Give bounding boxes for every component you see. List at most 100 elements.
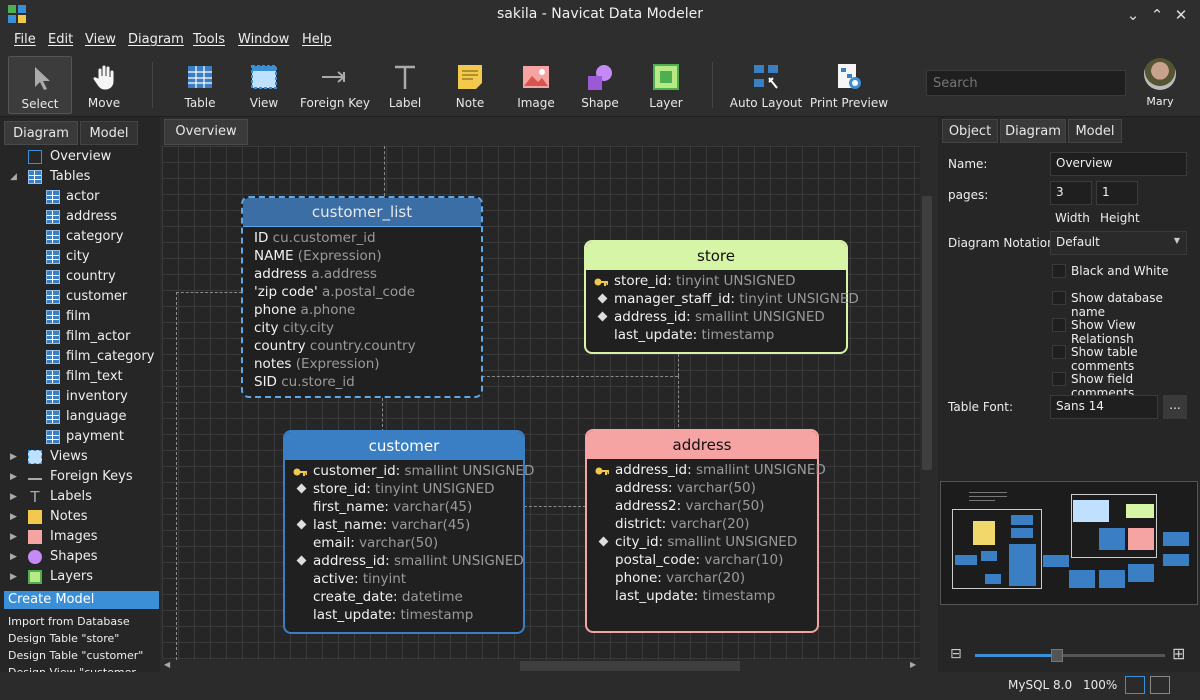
zoom-slider[interactable] [975,649,1165,662]
select-tool-button[interactable]: Select [8,56,72,114]
menu-tools[interactable]: Tools [193,32,226,47]
chevron-right-icon[interactable]: ▶ [10,512,17,522]
tree-item-notes[interactable]: ▶ Notes [0,507,160,527]
close-button[interactable]: ✕ [1174,6,1188,24]
horizontal-scroll-thumb[interactable] [520,661,740,671]
field-row[interactable]: address2: varchar(50) [587,497,817,515]
field-row[interactable]: phone: varchar(20) [587,569,817,587]
scroll-right-icon[interactable]: ▶ [910,660,917,669]
field-row[interactable]: first_name: varchar(45) [285,498,523,516]
single-page-view-icon[interactable] [1125,676,1145,694]
chevron-right-icon[interactable]: ▶ [10,532,17,542]
pages-height-field[interactable]: 1 [1096,181,1138,205]
zoom-slider-handle[interactable] [1050,649,1063,662]
tab-diagram-properties[interactable]: Diagram [1000,119,1066,143]
relationship-line[interactable] [678,354,679,376]
print-preview-button[interactable]: Print Preview [808,56,890,112]
field-row[interactable]: manager_staff_id: tinyint UNSIGNED [586,290,859,308]
field-row[interactable]: last_update: timestamp [586,326,846,344]
chevron-down-icon[interactable]: ◢ [10,172,17,182]
menu-file[interactable]: File [14,32,36,47]
view-tool-button[interactable]: View [234,56,294,112]
tree-item-labels[interactable]: ▶ T Labels [0,487,160,507]
minimize-button[interactable]: ⌄ [1126,6,1140,24]
field-row[interactable]: address_id: smallint UNSIGNED [586,308,846,326]
history-item[interactable]: Design Table "store" [8,632,120,645]
field-row[interactable]: last_update: timestamp [285,606,523,624]
field-row[interactable]: address_id: smallint UNSIGNED [285,552,524,570]
field-row[interactable]: NAME (Expression) [243,247,481,265]
field-row[interactable]: district: varchar(20) [587,515,817,533]
notation-select[interactable]: Default ▼ [1050,231,1187,255]
tab-object[interactable]: Object [942,119,998,143]
field-row[interactable]: city city.city [243,319,481,337]
shape-tool-button[interactable]: Shape [570,56,630,112]
relationship-line[interactable] [176,292,177,660]
tree-item-layers[interactable]: ▶ Layers [0,567,160,587]
field-row[interactable]: create_date: datetime [285,588,523,606]
split-view-icon[interactable] [1150,676,1170,694]
search-input[interactable] [926,70,1126,96]
chevron-right-icon[interactable]: ▶ [10,492,17,502]
tab-diagram[interactable]: Diagram [4,121,78,145]
scroll-left-icon[interactable]: ◀ [164,660,171,669]
maximize-button[interactable]: ⌃ [1150,6,1164,24]
field-row[interactable]: store_id: tinyint UNSIGNED [285,480,523,498]
field-row[interactable]: postal_code: varchar(10) [587,551,817,569]
chevron-right-icon[interactable]: ▶ [10,552,17,562]
show-field-comments-checkbox[interactable] [1052,372,1066,386]
history-item[interactable]: Design View "customer [8,666,136,672]
show-database-name-checkbox[interactable] [1052,291,1066,305]
tree-table-film[interactable]: film [0,307,160,327]
tree-table-address[interactable]: address [0,207,160,227]
tree-item-images[interactable]: ▶ Images [0,527,160,547]
tree-table-category[interactable]: category [0,227,160,247]
tree-item-shapes[interactable]: ▶ Shapes [0,547,160,567]
field-row[interactable]: last_update: timestamp [587,587,817,605]
move-tool-button[interactable]: Move [74,56,134,112]
layer-tool-button[interactable]: Layer [636,56,696,112]
menu-view[interactable]: View [85,32,116,47]
tab-model-properties[interactable]: Model [1068,119,1122,143]
menu-window[interactable]: Window [238,32,290,47]
minimap[interactable] [940,481,1198,605]
image-tool-button[interactable]: Image [506,56,566,112]
field-row[interactable]: store_id: tinyint UNSIGNED [586,272,846,290]
tree-table-film-category[interactable]: film_category [0,347,160,367]
chevron-right-icon[interactable]: ▶ [10,452,17,462]
field-row[interactable]: notes (Expression) [243,355,481,373]
black-and-white-checkbox[interactable] [1052,264,1066,278]
relationship-line[interactable] [482,376,678,377]
tree-table-actor[interactable]: actor [0,187,160,207]
tree-table-film-text[interactable]: film_text [0,367,160,387]
history-item[interactable]: Import from Database [8,615,130,628]
field-row[interactable]: last_name: varchar(45) [285,516,523,534]
history-item-create-model[interactable]: Create Model [4,591,159,609]
chevron-right-icon[interactable]: ▶ [10,472,17,482]
relationship-line[interactable] [384,146,385,196]
avatar[interactable] [1144,58,1176,90]
field-row[interactable]: active: tinyint [285,570,523,588]
vertical-scroll-thumb[interactable] [922,196,932,470]
field-row[interactable]: city_id: smallint UNSIGNED [587,533,817,551]
field-row[interactable]: email: varchar(50) [285,534,523,552]
tab-overview[interactable]: Overview [164,119,248,145]
menu-diagram[interactable]: Diagram [128,32,184,47]
label-tool-button[interactable]: Label [376,56,434,112]
menu-edit[interactable]: Edit [48,32,74,47]
name-field[interactable]: Overview [1050,152,1187,176]
relationship-line[interactable] [176,292,242,293]
tree-item-overview[interactable]: Overview [0,147,160,167]
minimap-viewport[interactable] [952,509,1042,589]
relationship-line[interactable] [382,398,383,432]
tree-item-foreign-keys[interactable]: ▶ Foreign Keys [0,467,160,487]
field-row[interactable]: address: varchar(50) [587,479,817,497]
tree-table-city[interactable]: city [0,247,160,267]
field-row[interactable]: 'zip code' a.postal_code [243,283,481,301]
tree-table-payment[interactable]: payment [0,427,160,447]
history-item[interactable]: Design Table "customer" [8,649,144,662]
